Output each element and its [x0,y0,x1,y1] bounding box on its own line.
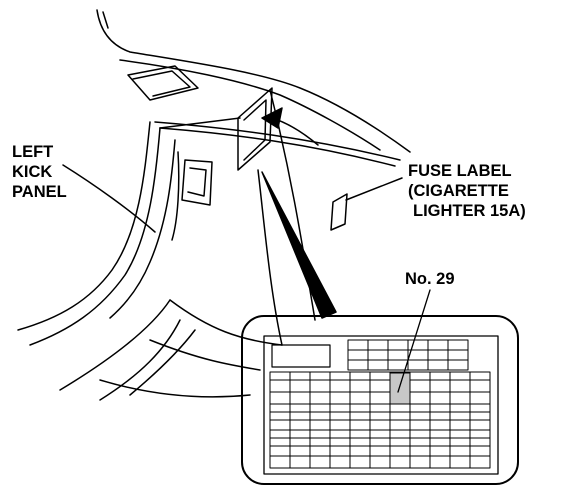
location-arrow [261,107,319,146]
fuse-29-highlight [389,372,411,405]
fuse-label-sticker [330,177,403,231]
header-grid [347,339,469,371]
label-fuse-label-line2: (CIGARETTE [408,182,509,200]
label-fuse-label: FUSE LABEL (CIGARETTE LIGHTER 15A) [408,162,526,220]
fuse-table-grid [269,371,491,469]
label-left-kick-panel: LEFT KICK PANEL [12,143,67,201]
lower-dash-line [154,121,401,167]
label-fuse-label-line1: FUSE LABEL [408,162,512,180]
label-panel: PANEL [12,183,67,201]
label-kick: KICK [12,163,52,181]
center-panel-shape [99,87,316,398]
label-fuse-label-line3: LIGHTER 15A) [413,202,526,220]
fuse-label-inset [241,289,519,485]
fuse-29-leader-line [397,289,431,393]
label-left: LEFT [12,143,53,161]
kick-panel-leader-line [62,164,156,233]
left-kick-panel-shape [17,117,241,401]
label-fuse-number: No. 29 [405,270,455,288]
dashboard-outline [96,9,411,153]
